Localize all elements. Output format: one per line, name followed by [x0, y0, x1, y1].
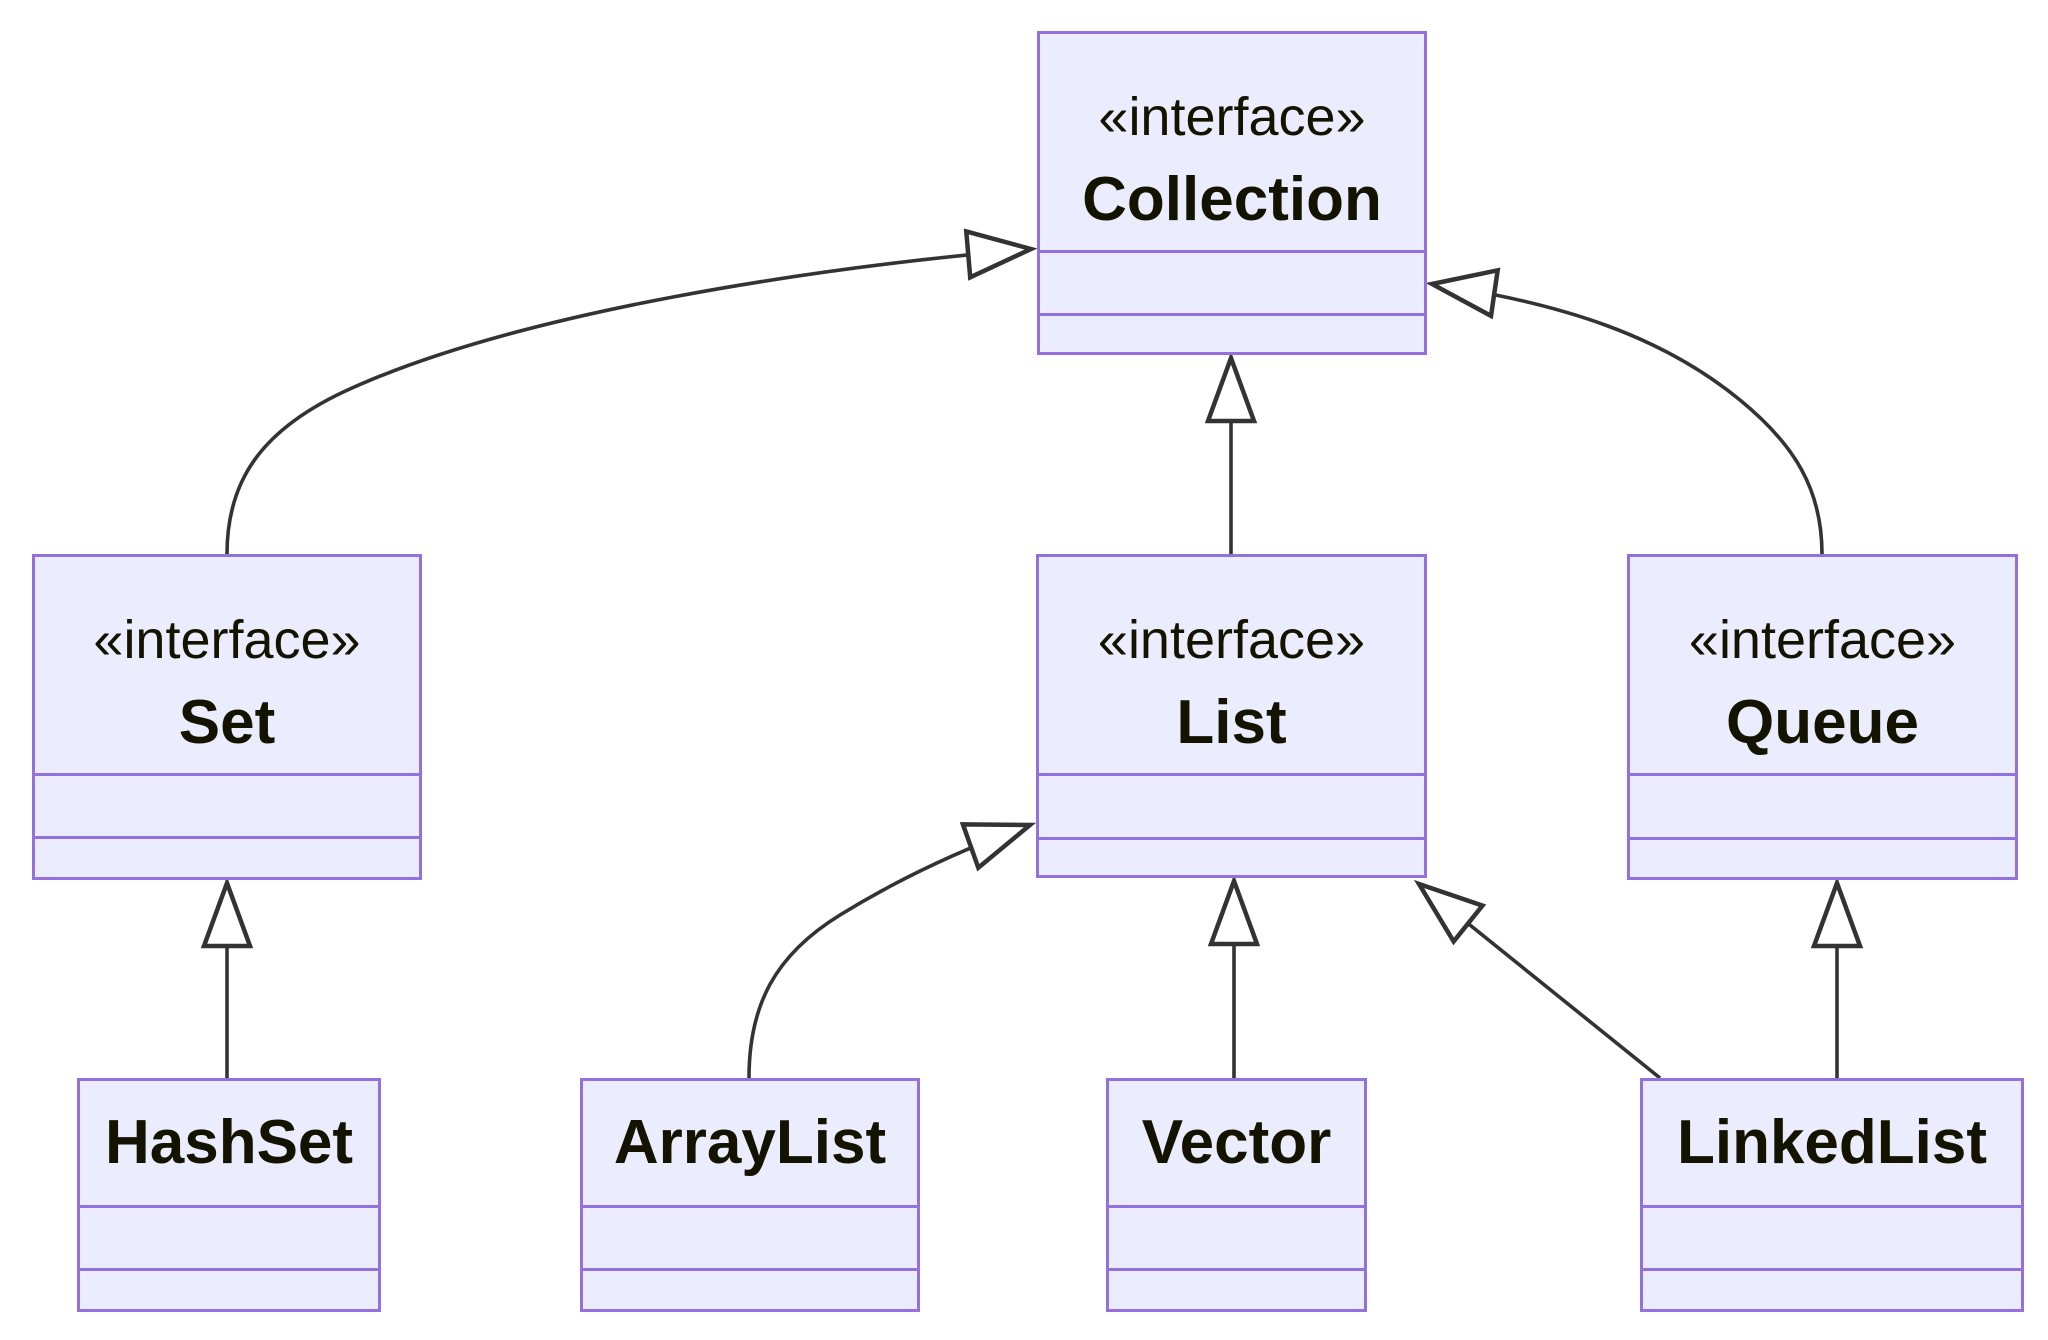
attributes-compartment [1040, 250, 1424, 313]
class-name: Queue [1726, 688, 1919, 758]
title-compartment: «interface» Set [35, 557, 419, 773]
class-node-list: «interface» List [1036, 554, 1427, 878]
class-name: Set [178, 688, 276, 758]
methods-compartment [583, 1268, 917, 1309]
stereotype-label: «interface» [1098, 87, 1366, 147]
class-name: LinkedList [1676, 1108, 1988, 1178]
edge-queue-to-collection [1432, 284, 1824, 555]
class-node-arraylist: ArrayList [580, 1078, 920, 1312]
title-compartment: «interface» List [1039, 557, 1424, 773]
attributes-compartment [1630, 773, 2015, 837]
methods-compartment [80, 1268, 378, 1309]
title-compartment: «interface» Queue [1630, 557, 2015, 773]
attributes-compartment [1643, 1205, 2021, 1268]
attributes-compartment [583, 1205, 917, 1268]
class-name: ArrayList [613, 1108, 887, 1178]
attributes-compartment [80, 1205, 378, 1268]
class-node-linkedlist: LinkedList [1640, 1078, 2024, 1312]
edge-arraylist-to-list [747, 825, 1030, 1079]
class-node-queue: «interface» Queue [1627, 554, 2018, 880]
class-name: Collection [1082, 165, 1382, 235]
class-node-set: «interface» Set [32, 554, 422, 880]
methods-compartment [1643, 1268, 2021, 1309]
methods-compartment [1109, 1268, 1364, 1309]
attributes-compartment [35, 773, 419, 836]
stereotype-label: «interface» [1688, 610, 1957, 670]
class-name: HashSet [104, 1108, 354, 1178]
methods-compartment [1040, 313, 1424, 352]
title-compartment: «interface» Collection [1040, 34, 1424, 250]
title-compartment: HashSet [80, 1081, 378, 1205]
methods-compartment [1630, 837, 2015, 877]
attributes-compartment [1039, 773, 1424, 837]
class-name: Vector [1141, 1108, 1332, 1178]
stereotype-label: «interface» [93, 610, 361, 670]
class-name: List [1176, 688, 1287, 758]
edge-linkedlist-to-list [1419, 884, 1662, 1080]
attributes-compartment [1109, 1205, 1364, 1268]
edge-set-to-collection [225, 249, 1031, 555]
title-compartment: ArrayList [583, 1081, 917, 1205]
class-node-collection: «interface» Collection [1037, 31, 1427, 355]
class-node-vector: Vector [1106, 1078, 1367, 1312]
class-node-hashset: HashSet [77, 1078, 381, 1312]
stereotype-label: «interface» [1097, 610, 1366, 670]
title-compartment: Vector [1109, 1081, 1364, 1205]
methods-compartment [1039, 837, 1424, 875]
methods-compartment [35, 836, 419, 877]
title-compartment: LinkedList [1643, 1081, 2021, 1205]
